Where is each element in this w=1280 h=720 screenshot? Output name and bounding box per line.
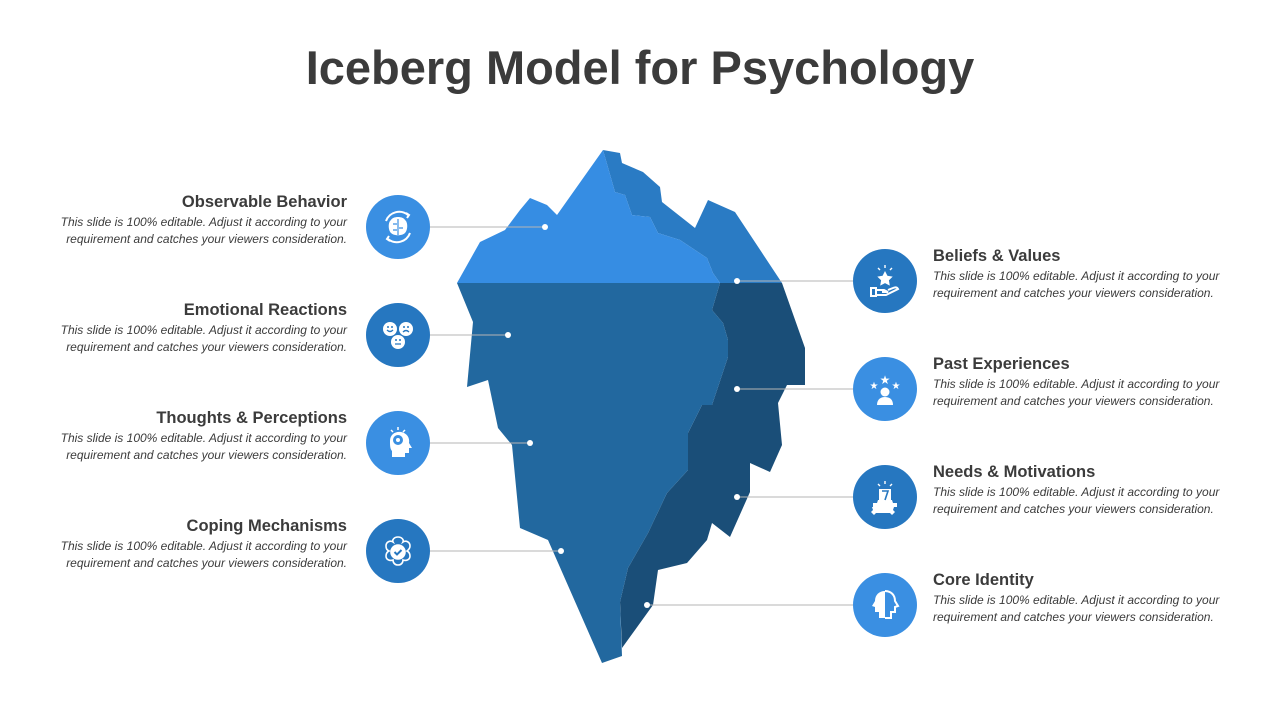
item-beliefs-values: Beliefs & Values This slide is 100% edit… bbox=[933, 246, 1223, 302]
person-stars-icon: ★★★ bbox=[853, 357, 917, 421]
item-emotional-reactions: Emotional Reactions This slide is 100% e… bbox=[57, 300, 347, 356]
item-title: Thoughts & Perceptions bbox=[156, 409, 347, 427]
item-title: Emotional Reactions bbox=[183, 301, 347, 319]
connector-lines bbox=[430, 226, 853, 606]
emotions-faces-icon bbox=[366, 303, 430, 367]
item-title: Coping Mechanisms bbox=[186, 517, 347, 535]
item-title: Observable Behavior bbox=[181, 193, 347, 211]
fist-gear-icon bbox=[853, 465, 917, 529]
item-text: This slide is 100% editable. Adjust it a… bbox=[933, 269, 1220, 300]
connector-dots bbox=[505, 224, 740, 608]
item-title: Needs & Motivations bbox=[933, 463, 1096, 481]
two-heads-icon bbox=[853, 573, 917, 637]
iceberg-tip-side bbox=[603, 150, 782, 283]
svg-text:★: ★ bbox=[892, 381, 901, 392]
item-title: Beliefs & Values bbox=[933, 247, 1061, 265]
item-title: Past Experiences bbox=[933, 355, 1070, 373]
item-text: This slide is 100% editable. Adjust it a… bbox=[60, 431, 347, 462]
iceberg-underwater bbox=[457, 283, 728, 663]
head-lightbulb-eye-icon bbox=[366, 411, 430, 475]
item-observable-behavior: Observable Behavior This slide is 100% e… bbox=[57, 192, 347, 248]
item-text: This slide is 100% editable. Adjust it a… bbox=[933, 593, 1220, 624]
item-title: Core Identity bbox=[933, 571, 1034, 589]
item-past-experiences: Past Experiences This slide is 100% edit… bbox=[933, 354, 1223, 410]
page-title: Iceberg Model for Psychology bbox=[305, 41, 975, 94]
item-text: This slide is 100% editable. Adjust it a… bbox=[60, 323, 347, 354]
iceberg-underwater-side bbox=[620, 283, 805, 648]
iceberg-tip bbox=[457, 150, 720, 283]
item-text: This slide is 100% editable. Adjust it a… bbox=[60, 539, 347, 570]
svg-text:★: ★ bbox=[880, 373, 891, 387]
svg-text:★: ★ bbox=[870, 381, 879, 392]
flower-check-icon bbox=[366, 519, 430, 583]
item-coping-mechanisms: Coping Mechanisms This slide is 100% edi… bbox=[57, 516, 347, 572]
item-needs-motivations: Needs & Motivations This slide is 100% e… bbox=[933, 462, 1223, 518]
item-core-identity: Core Identity This slide is 100% editabl… bbox=[933, 570, 1223, 626]
item-text: This slide is 100% editable. Adjust it a… bbox=[933, 485, 1220, 516]
hand-star-icon bbox=[853, 249, 917, 313]
item-text: This slide is 100% editable. Adjust it a… bbox=[60, 215, 347, 246]
item-text: This slide is 100% editable. Adjust it a… bbox=[933, 377, 1220, 408]
item-thoughts-perceptions: Thoughts & Perceptions This slide is 100… bbox=[57, 408, 347, 464]
brain-cycle-icon bbox=[366, 195, 430, 259]
